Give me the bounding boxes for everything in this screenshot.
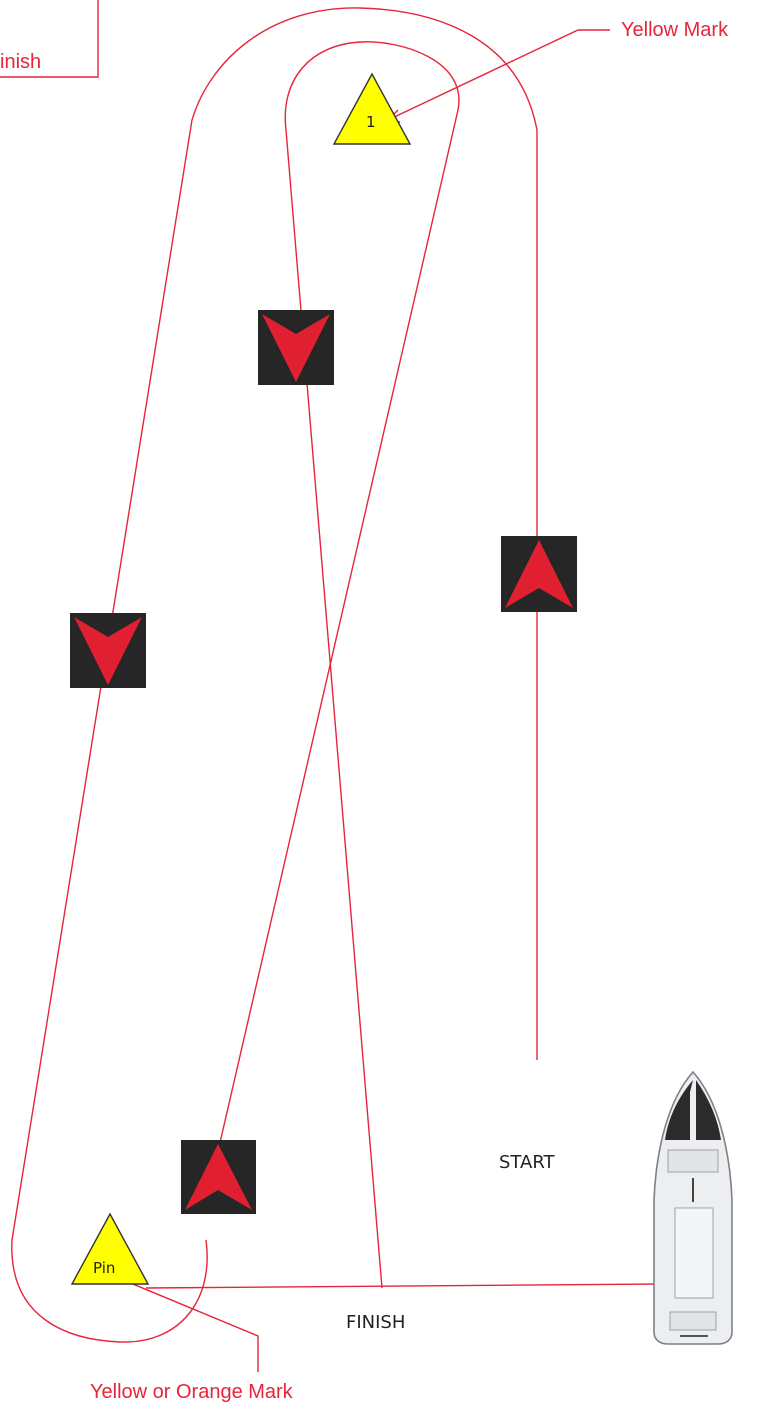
start-label: START — [499, 1152, 556, 1173]
callout-orange-mark: Yellow or Orange Mark — [90, 1270, 294, 1403]
finish-label: FINISH — [346, 1312, 405, 1333]
direction-arrow-icon — [501, 536, 577, 612]
direction-arrow-icon — [258, 310, 334, 385]
pin-label: Pin — [93, 1259, 115, 1277]
course-inner-loop — [216, 42, 459, 1288]
committee-boat-icon — [654, 1072, 732, 1344]
finish-line — [146, 1284, 656, 1288]
direction-arrow-icon — [181, 1140, 256, 1214]
legend-finish-label: inish — [0, 51, 41, 73]
yellow-or-orange-mark-label: Yellow or Orange Mark — [90, 1381, 294, 1403]
mark-1-label: 1 — [366, 113, 376, 131]
pin-mark-icon: Pin — [72, 1214, 148, 1284]
legend-box-fragment: inish — [0, 0, 98, 77]
direction-arrow-icon — [70, 613, 146, 688]
callout-yellow-mark: Yellow Mark — [388, 19, 729, 122]
yellow-mark-label: Yellow Mark — [621, 19, 729, 41]
yellow-triangle-mark-icon: 1 — [334, 74, 410, 144]
